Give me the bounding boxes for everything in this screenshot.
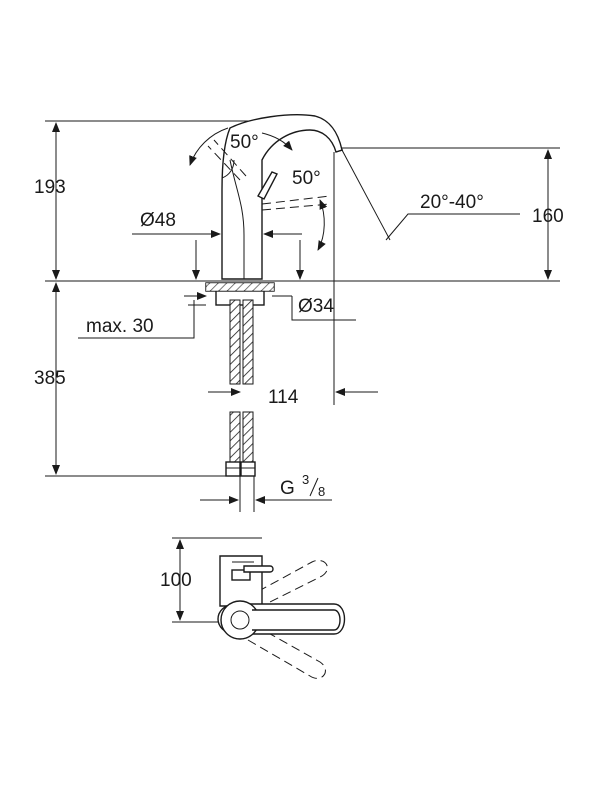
dim-114-label: 114 bbox=[268, 387, 299, 408]
faucet-body bbox=[221, 114, 343, 280]
dim-100-label: 100 bbox=[160, 570, 192, 591]
handle-dash-down bbox=[247, 625, 326, 679]
spout-angle-label: 20°-40° bbox=[420, 192, 484, 213]
tap-top-lever bbox=[243, 565, 274, 573]
dim-34-bracket bbox=[291, 296, 356, 321]
angle-top-label: 50° bbox=[230, 132, 259, 153]
angle-side-label: 50° bbox=[292, 168, 321, 189]
handle-lever bbox=[257, 171, 278, 200]
dim-160-label: 160 bbox=[532, 206, 564, 227]
top-view: 100 bbox=[160, 537, 346, 679]
front-view: 193 160 50° 50° 20°-40° Ø48 bbox=[34, 114, 564, 512]
thread-prefix: G bbox=[280, 478, 295, 499]
tap-top-body bbox=[219, 555, 263, 607]
thread-frac-slash bbox=[309, 477, 319, 497]
max30-leader bbox=[78, 300, 195, 339]
spout-angle-leader bbox=[385, 213, 520, 241]
thread-denominator: 8 bbox=[318, 484, 325, 499]
hose-right-lower bbox=[242, 411, 254, 463]
dim-193-label: 193 bbox=[34, 177, 66, 198]
lever-dash-side bbox=[261, 195, 331, 211]
dim-385-label: 385 bbox=[34, 368, 66, 389]
hose-left-lower bbox=[229, 411, 241, 463]
handle-dash-up bbox=[245, 560, 328, 611]
tap-top-cap bbox=[231, 569, 251, 581]
angle-top-arc-2 bbox=[261, 132, 293, 151]
hose-right bbox=[242, 299, 254, 385]
dim-48-label: Ø48 bbox=[140, 210, 176, 231]
spout-angle-line bbox=[341, 149, 391, 241]
angle-top-arc bbox=[189, 127, 229, 166]
dim-34-label: Ø34 bbox=[298, 296, 334, 317]
angle-side-arc bbox=[317, 199, 328, 251]
lever-dash-upper bbox=[207, 139, 247, 181]
thread-numerator: 3 bbox=[302, 472, 309, 487]
hose-connector-left bbox=[225, 461, 241, 477]
tap-handle-lever bbox=[252, 609, 341, 631]
base-plate-hatch bbox=[206, 283, 274, 291]
tap-handle-inner-ring bbox=[230, 610, 250, 630]
hose-connector-right bbox=[240, 461, 256, 477]
hose-left bbox=[229, 299, 241, 385]
max30-label: max. 30 bbox=[86, 316, 154, 337]
